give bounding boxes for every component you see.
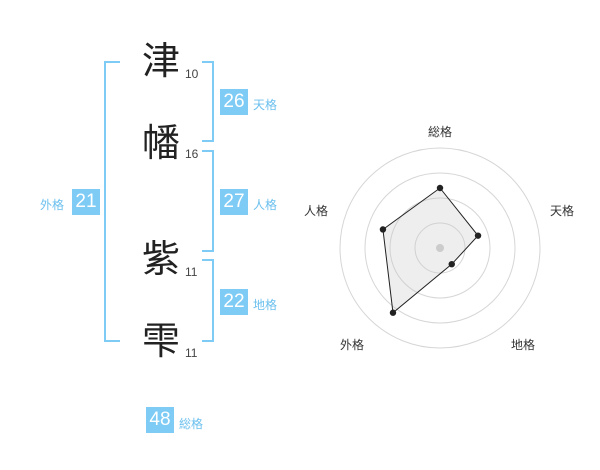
jinkaku-value: 27 — [220, 189, 248, 215]
name-char-3: 紫 — [142, 237, 181, 281]
radar-point-4 — [389, 309, 397, 316]
chikaku-label: 地格 — [253, 298, 278, 312]
radar-series-polygon — [382, 187, 479, 314]
soukaku-value: 48 — [146, 407, 174, 433]
stroke-count-1: 10 — [185, 67, 199, 81]
jinkaku-label: 人格 — [253, 198, 278, 212]
soukaku-label: 総格 — [179, 417, 204, 431]
radar-point-2 — [474, 232, 482, 239]
radar-label-jinkaku: 人格 — [304, 204, 329, 218]
radar-ring-3 — [364, 172, 516, 324]
stroke-count-4: 11 — [185, 346, 198, 360]
name-char-2: 幡 — [142, 121, 181, 165]
stroke-count-2: 16 — [185, 147, 199, 161]
radar-point-3 — [448, 260, 455, 268]
jinkaku-bracket — [202, 150, 214, 252]
gaikaku-label: 外格 — [40, 198, 65, 212]
tenkaku-label: 天格 — [253, 98, 278, 112]
radar-ring-4 — [339, 147, 541, 349]
radar-label-soukaku: 総格 — [428, 125, 453, 139]
radar-point-5 — [379, 226, 387, 233]
chikaku-value: 22 — [220, 289, 248, 315]
radar-center-dot — [436, 244, 444, 252]
radar-label-tenkaku: 天格 — [550, 204, 575, 218]
radar-ring-2 — [389, 197, 491, 299]
radar-ring-1 — [414, 222, 466, 274]
radar-label-chikaku: 地格 — [511, 338, 536, 352]
stroke-count-3: 11 — [185, 265, 198, 279]
radar-label-gaikaku: 外格 — [340, 338, 365, 352]
name-char-4: 雫 — [142, 319, 181, 363]
tenkaku-bracket — [202, 61, 214, 142]
radar-point-1 — [436, 184, 444, 192]
chikaku-bracket — [202, 259, 214, 342]
tenkaku-value: 26 — [220, 89, 248, 115]
name-char-1: 津 — [142, 39, 181, 83]
gaikaku-value: 21 — [72, 189, 100, 215]
gaikaku-bracket — [104, 61, 120, 342]
